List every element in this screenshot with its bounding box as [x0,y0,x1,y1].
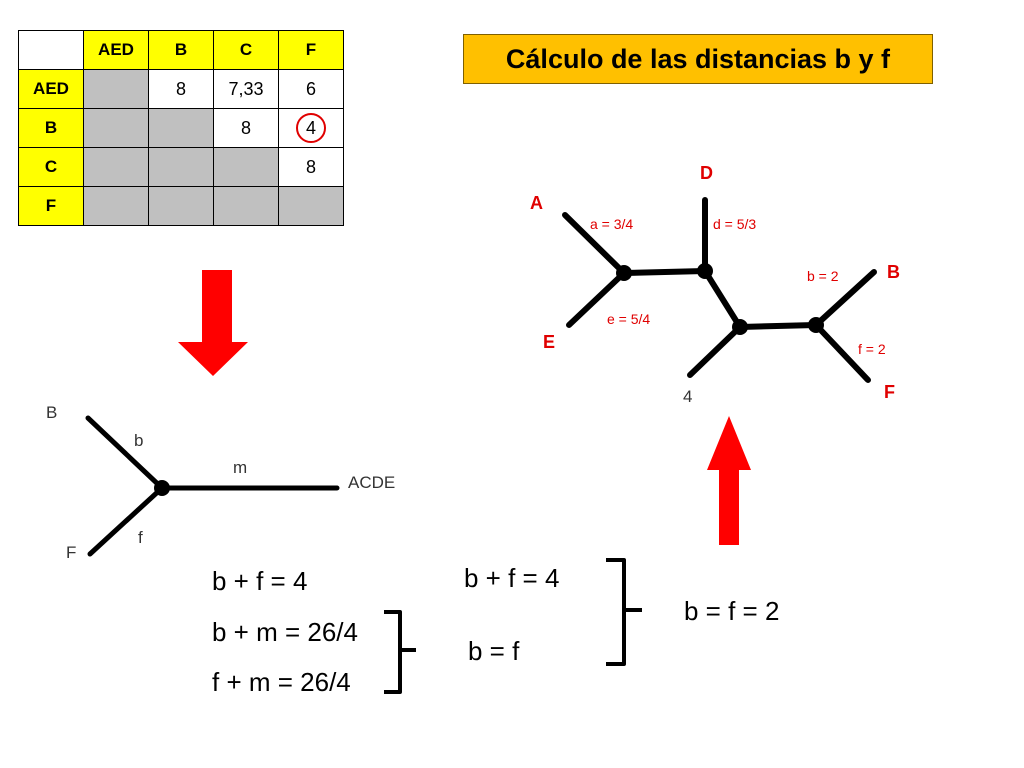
left-label-branch-m: m [233,458,247,477]
table-cell [148,186,214,226]
table-row: C 8 [18,147,344,187]
table-row: F [18,186,344,226]
red-arrow-down [178,270,248,376]
table-cell: 6 [278,69,344,109]
row-header-b: B [18,108,84,148]
equation-result: b = f = 2 [684,596,780,626]
table-cell [83,147,149,187]
right-tree-node-1 [616,265,632,281]
row-header-f: F [18,186,84,226]
right-tree-node-2 [697,263,713,279]
equation-mid-sum: b + f = 4 [464,563,560,593]
right-tree-node-4 [808,317,824,333]
right-label-a-node: A [530,193,543,213]
col-header-f: F [278,30,344,70]
table-cell: 8 [278,147,344,187]
right-label-d-node: D [700,163,713,183]
right-label-branch-f: f = 2 [858,341,886,357]
right-branch-internal-3 [737,322,819,330]
table-row: AED 8 7,33 6 [18,69,344,109]
table-row: B 8 4 [18,108,344,148]
brace-right [606,558,642,666]
right-label-branch-e: e = 5/4 [607,311,650,327]
distance-matrix: AED B C F AED 8 7,33 6 B 8 4 C 8 F [18,30,344,226]
right-label-branch-d: d = 5/3 [713,216,756,232]
right-branch-f [813,322,871,383]
col-header-b: B [148,30,214,70]
row-header-c: C [18,147,84,187]
page-title: Cálculo de las distancias b y f [463,34,933,84]
right-tree-node-3 [732,319,748,335]
left-tree-node [154,480,170,496]
table-cell [213,186,279,226]
table-cell [83,186,149,226]
table-header-row: AED B C F [18,30,344,70]
left-label-branch-b: b [134,431,143,450]
equation-b-plus-m: b + m = 26/4 [212,617,358,647]
brace-left [384,610,416,694]
equation-b-plus-f: b + f = 4 [212,566,308,596]
table-corner-cell [18,30,84,70]
table-cell [148,147,214,187]
circled-value: 4 [296,113,326,143]
right-branch-4 [687,324,743,378]
left-branch-f [87,485,165,557]
right-branch-internal-2 [702,268,743,330]
right-tree [562,197,877,383]
equation-f-plus-m: f + m = 26/4 [212,667,351,697]
left-tree [85,415,340,557]
right-branch-internal-1 [621,268,708,276]
right-branch-b [813,269,877,328]
right-label-f-node: F [884,382,895,402]
right-branch-a [562,212,627,276]
table-cell [278,186,344,226]
left-branch-b [85,415,165,491]
right-label-e-node: E [543,332,555,352]
right-label-branch-b: b = 2 [807,268,839,284]
left-label-b-node: B [46,403,57,422]
table-cell [83,108,149,148]
table-cell: 7,33 [213,69,279,109]
right-label-b-node: B [887,262,900,282]
right-label-branch-a: a = 3/4 [590,216,633,232]
left-label-branch-f: f [138,528,143,547]
table-cell [148,108,214,148]
red-arrow-up [707,416,751,545]
right-branch-e [566,270,627,328]
right-label-4-node: 4 [683,387,692,406]
table-cell [83,69,149,109]
left-label-acde-node: ACDE [348,473,395,492]
row-header-aed: AED [18,69,84,109]
table-cell [213,147,279,187]
left-label-f-node: F [66,543,76,562]
equation-b-equals-f: b = f [468,636,520,666]
